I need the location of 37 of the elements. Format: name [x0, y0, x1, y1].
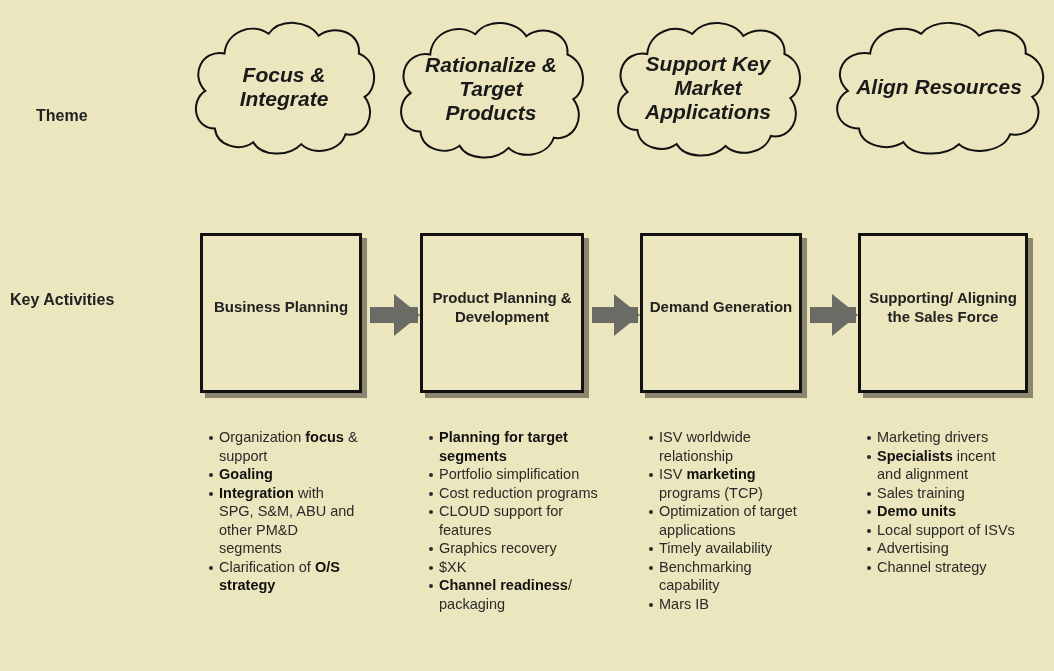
bullet-text: Timely availability — [659, 540, 773, 556]
bullet-text: Graphics recovery — [439, 540, 557, 556]
bullet-text: Sales training — [877, 484, 965, 501]
arrow — [810, 294, 858, 336]
theme-text: Focus & Integrate — [238, 62, 330, 112]
arrow — [370, 294, 420, 336]
row-label: Theme — [36, 106, 88, 126]
bullet-text: Benchmarking capability — [659, 558, 752, 593]
bullet-text: Demo units — [877, 503, 956, 519]
row-label: Key Activities — [10, 290, 115, 310]
bullet-text: Local support of ISVs — [877, 521, 1015, 538]
activity-title: Business Planning — [212, 297, 350, 317]
bullet-text: Cost reduction programs — [439, 484, 598, 501]
bullet-text: Specialists incent and alignment — [877, 447, 996, 482]
bullet-text: Mars IB — [659, 595, 709, 612]
bullet-text: Portfolio simplification — [439, 466, 580, 482]
activity-title: Demand Generation — [649, 297, 793, 317]
bullet-text: Clarification of O/S strategy — [219, 558, 340, 593]
bullet-text: Optimization of target applications — [659, 503, 797, 538]
bullet-text: Integration with SPG, S&M, ABU and other PM&D segments — [219, 484, 355, 556]
bullet-text: $XK — [439, 558, 467, 575]
bullet-text: ISV worldwide relationship — [659, 429, 751, 464]
activity-title: Product Planning & Development — [431, 287, 573, 327]
theme-text: Align Resources — [855, 74, 1023, 100]
bullet-text: Planning for target segments — [439, 429, 568, 464]
bullet-text: Channel strategy — [877, 558, 987, 575]
bullet-text: CLOUD support for features — [439, 503, 564, 538]
arrow — [592, 294, 640, 336]
bullet-text: Advertising — [877, 540, 949, 556]
bullet-text: Organization focus & support — [219, 429, 358, 464]
theme-text: Rationalize & Target Products — [424, 52, 558, 126]
bullet-text: ISV marketing programs (TCP) — [659, 466, 763, 501]
bullet-text: Marketing drivers — [877, 429, 989, 445]
bullet-text: Goaling — [219, 466, 273, 482]
bullet-text: Channel readiness/ packaging — [439, 577, 572, 612]
activity-title: Supporting/ Aligning the Sales Force — [868, 287, 1018, 327]
theme-text: Support Key Market Applications — [644, 51, 772, 125]
